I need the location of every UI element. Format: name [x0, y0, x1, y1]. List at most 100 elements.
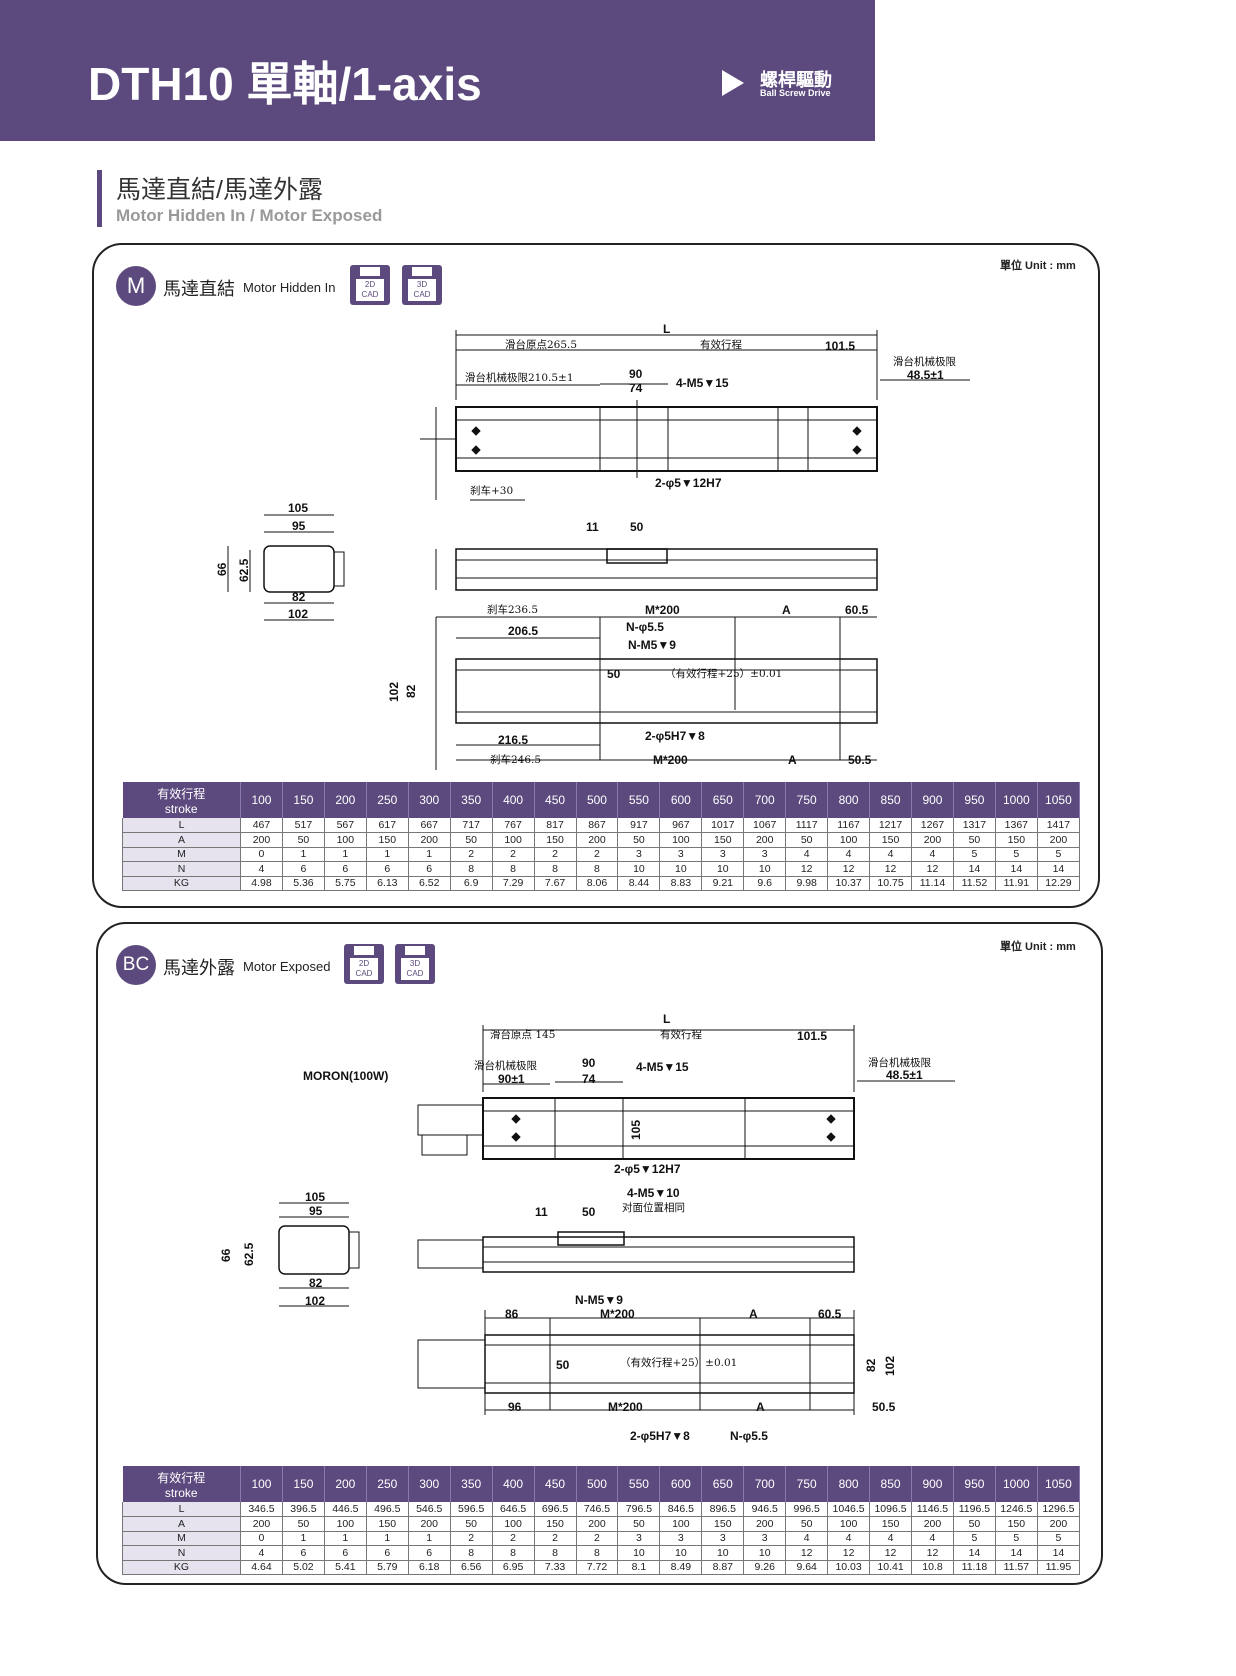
table-cell: 1: [365, 847, 409, 862]
table-cell: 11.18: [952, 1560, 996, 1575]
stroke-column-header: 500: [576, 1466, 619, 1502]
cad-3d-label: 3D: [409, 959, 421, 968]
table-cell: 8: [575, 861, 619, 877]
table-cell: 7.33: [533, 1560, 577, 1575]
unit-label: 單位 Unit : mm: [1000, 941, 1076, 953]
table-cell: 200: [911, 832, 954, 848]
exposed-bottom-view-labels: N-M5▼9 M*200 86 A 60.5 50 （有效行程+25）±0.01…: [505, 1293, 897, 1443]
dim-82-v: 82: [404, 684, 418, 698]
dim-48-5: 48.5±1: [886, 1068, 923, 1082]
table-cell: 4: [785, 847, 829, 862]
stroke-column-header: 750: [785, 782, 829, 818]
stroke-column-header: 800: [827, 782, 871, 818]
stroke-column-header: 500: [576, 782, 619, 818]
table-cell: 5: [952, 847, 996, 862]
hidden-end-view: [227, 514, 345, 621]
table-cell: 5.75: [323, 876, 367, 891]
table-cell: 3: [659, 1531, 703, 1546]
table-cell: 100: [827, 1516, 871, 1532]
dim-L: L: [663, 322, 670, 336]
dim-101-5: 101.5: [797, 1029, 827, 1043]
table-cell: 50: [281, 1516, 325, 1532]
stroke-column-header: 1000: [995, 1466, 1038, 1502]
table-cell: 10.8: [911, 1560, 954, 1575]
table-cell: 6.18: [407, 1560, 451, 1575]
table-cell: 8: [575, 1545, 619, 1561]
table-cell: 150: [869, 1516, 912, 1532]
dim-60-5: 60.5: [845, 603, 869, 617]
table-cell: 2: [491, 847, 535, 862]
stroke-column-header: 350: [450, 1466, 493, 1502]
stroke-column-header: 600: [659, 1466, 703, 1502]
stroke-column-header: 150: [282, 1466, 325, 1502]
table-cell: 2: [491, 1531, 535, 1546]
dim-102-v: 102: [883, 1356, 897, 1376]
stroke-header-zh: 有效行程: [157, 1470, 206, 1485]
hidden-bottom-view: [435, 616, 878, 770]
dim-origin: 滑台原点265.5: [505, 338, 577, 351]
stroke-column-header: 800: [827, 1466, 871, 1502]
table-cell: 8: [533, 861, 577, 877]
table-cell: 11.52: [952, 876, 996, 891]
table-cell: 150: [994, 832, 1038, 848]
stroke-column-header: 100: [240, 1466, 283, 1502]
dim-50: 50: [582, 1205, 596, 1219]
table-cell: 7.29: [491, 876, 535, 891]
table-cell: 5: [994, 1531, 1038, 1546]
dim-82: 82: [309, 1276, 323, 1290]
table-cell: 100: [491, 832, 535, 848]
dim-60-5: 60.5: [818, 1307, 842, 1321]
cad-label: CAD: [406, 969, 424, 978]
hidden-side-view: [435, 548, 878, 591]
table-cell: 2: [533, 847, 577, 862]
table-cell: 11.95: [1036, 1560, 1081, 1575]
table-cell: 1167: [827, 818, 871, 833]
dim-102-v: 102: [387, 682, 401, 702]
table-cell: 6: [281, 1545, 325, 1561]
dim-n-phi: N-φ5.5: [626, 620, 664, 634]
dim-brake-246-5: 刹车246.5: [490, 753, 541, 766]
unit-label: 單位 Unit : mm: [1000, 260, 1076, 272]
table-cell: 5.36: [281, 876, 325, 891]
dim-216-5: 216.5: [498, 733, 528, 747]
table-cell: 6.13: [365, 876, 409, 891]
table-cell: 1096.5: [869, 1502, 912, 1517]
stroke-header-en: stroke: [164, 801, 198, 816]
table-cell: 200: [1036, 832, 1081, 848]
table-cell: 1296.5: [1036, 1502, 1081, 1517]
table-cell: 6.9: [449, 876, 493, 891]
stroke-column-header: 400: [492, 782, 535, 818]
dim-86: 86: [505, 1307, 519, 1321]
stroke-column-header: 750: [785, 1466, 829, 1502]
table-cell: 1367: [994, 818, 1038, 833]
row-label: A: [122, 832, 241, 848]
table-cell: 200: [743, 832, 787, 848]
table-cell: 5: [1036, 847, 1081, 862]
table-cell: 8.44: [617, 876, 661, 891]
stroke-column-header: 1050: [1037, 782, 1081, 818]
stroke-column-header: 900: [911, 1466, 954, 1502]
table-cell: 7.67: [533, 876, 577, 891]
stroke-column-header: 100: [240, 782, 283, 818]
motor-hidden-panel: [92, 243, 1100, 908]
table-cell: 6.52: [407, 876, 451, 891]
stroke-column-header: 350: [450, 782, 493, 818]
dim-m200-bottom: M*200: [608, 1400, 643, 1414]
stroke-column-header: 850: [869, 782, 912, 818]
table-cell: 10.75: [869, 876, 912, 891]
table-cell: 8.87: [701, 1560, 745, 1575]
table-cell: 4: [785, 1531, 829, 1546]
table-cell: 200: [240, 832, 283, 848]
stroke-column-header: 300: [408, 1466, 451, 1502]
table-cell: 9.6: [743, 876, 787, 891]
